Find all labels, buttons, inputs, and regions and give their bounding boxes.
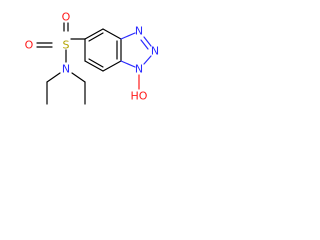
bond-n-top-n-right-double xyxy=(140,39,149,50)
diethyl-group xyxy=(46,72,86,105)
bond-n-top-n-right xyxy=(143,36,152,47)
bond-n-bottom-c4 xyxy=(120,60,136,68)
bond-c5-c6 xyxy=(84,60,104,72)
atom-sulfur: S xyxy=(63,39,70,52)
atom-sulfonyl-oxygen-top: O xyxy=(62,11,71,24)
bond-c2-c3 xyxy=(102,28,122,40)
chemical-structure: O O S N N N N HO xyxy=(25,11,159,105)
bond-c4-c5 xyxy=(102,60,122,72)
bond-n-ethyl1-c1 xyxy=(46,72,61,83)
atom-sulfonyl-oxygen-bottom: O xyxy=(25,39,34,52)
atom-triazole-nitrogen-top: N xyxy=(135,25,143,38)
atom-triazole-nitrogen-bottom: N xyxy=(135,63,143,76)
atom-sulfonamide-nitrogen: N xyxy=(62,63,70,76)
sulfonyl-group xyxy=(36,22,86,63)
benzene-ring xyxy=(84,28,122,72)
bond-c5-c6-inner xyxy=(88,58,104,68)
bond-c1-c2-inner xyxy=(88,32,104,42)
bond-c3-n-top xyxy=(120,32,136,40)
bond-n-right-n-bottom xyxy=(143,55,152,65)
bond-c1-c2 xyxy=(84,28,104,40)
atom-triazole-nitrogen-right: N xyxy=(151,45,159,58)
bond-n-ethyl2-c1 xyxy=(71,72,86,83)
triazole-ring xyxy=(120,32,152,68)
atom-hydroxyl: HO xyxy=(131,90,148,103)
